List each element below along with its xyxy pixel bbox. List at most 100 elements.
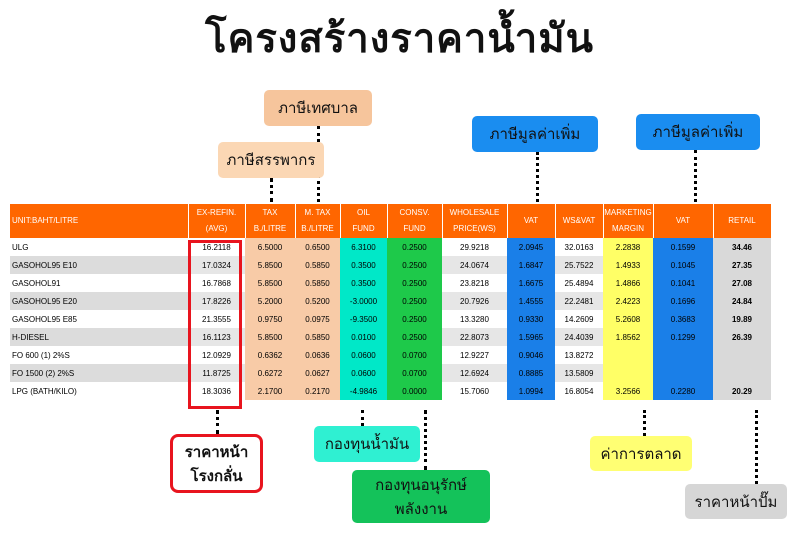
- retail-value: [713, 364, 771, 382]
- m-tax-value: 0.2170: [295, 382, 340, 400]
- retail-value: 26.39: [713, 328, 771, 346]
- retail-value: 27.08: [713, 274, 771, 292]
- marketing-margin-value: 1.4866: [603, 274, 653, 292]
- vat-value: 0.9046: [507, 346, 555, 364]
- marketing-margin-value: [603, 346, 653, 364]
- ws-vat-value: 25.4894: [555, 274, 603, 292]
- vat-2-value: 0.2280: [653, 382, 713, 400]
- consv-fund-value: 0.0700: [387, 346, 442, 364]
- ex-refin-value: 16.1123: [188, 328, 245, 346]
- vat-2-value: [653, 346, 713, 364]
- marketing-margin-value: 2.4223: [603, 292, 653, 310]
- wholesale-value: 23.8218: [442, 274, 507, 292]
- marketing-margin-value: 3.2566: [603, 382, 653, 400]
- consv-fund-connector: [424, 410, 427, 470]
- refinery-price-line2: โรงกลั่น: [190, 466, 243, 485]
- municipal-tax-label: ภาษีเทศบาล: [264, 90, 372, 126]
- product-name: ULG: [12, 242, 29, 252]
- vat1-connector: [536, 152, 539, 202]
- vat-2-value: 0.1599: [653, 238, 713, 256]
- vat-value: 1.6675: [507, 274, 555, 292]
- product-name: H-DIESEL: [10, 328, 188, 346]
- ws-vat-value: 24.4039: [555, 328, 603, 346]
- vat-2-value: 0.3683: [653, 310, 713, 328]
- vat2-connector: [694, 150, 697, 202]
- wholesale-value: 12.9227: [442, 346, 507, 364]
- m-tax-value: 0.5850: [295, 274, 340, 292]
- ex-refin-value: 18.3036: [188, 382, 245, 400]
- tax-value: 0.9750: [245, 310, 295, 328]
- wholesale-value: 13.3280: [442, 310, 507, 328]
- vat-value: 1.5965: [507, 328, 555, 346]
- oil-fund-value: 0.3500: [340, 274, 387, 292]
- header-ex-refin: EX-REFIN.(AVG): [188, 204, 246, 238]
- header-consv-fund: CONSV.FUND: [387, 204, 443, 238]
- consv-fund-value: 0.2500: [387, 274, 442, 292]
- header-vat: VAT: [507, 204, 556, 238]
- retail-value: 24.84: [713, 292, 771, 310]
- m-tax-value: 0.0636: [295, 346, 340, 364]
- wholesale-value: 22.8073: [442, 328, 507, 346]
- tax-value: 0.6362: [245, 346, 295, 364]
- excise-tax-connector: [270, 178, 273, 202]
- consv-fund-label: กองทุนอนุรักษ์ พลังงาน: [352, 470, 490, 523]
- ws-vat-value: 22.2481: [555, 292, 603, 310]
- product-name: FO 600 (1) 2%S: [12, 350, 70, 360]
- marketing-margin-value: 2.2838: [603, 238, 653, 256]
- header-vat-2: VAT: [653, 204, 714, 238]
- marketing-margin-value: 1.4933: [603, 256, 653, 274]
- header-ws-vat: WS&VAT: [555, 204, 604, 238]
- vat-2-value: 0.1696: [653, 292, 713, 310]
- refinery-connector: [216, 410, 219, 434]
- m-tax-value: 0.6500: [295, 238, 340, 256]
- retail-value: 34.46: [713, 238, 771, 256]
- tax-value: 2.1700: [245, 382, 295, 400]
- ex-refin-value: 11.8725: [188, 364, 245, 382]
- oil-fund-value: 6.3100: [340, 238, 387, 256]
- m-tax-value: 0.0975: [295, 310, 340, 328]
- consv-fund-line1: กองทุนอนุรักษ์: [375, 475, 467, 494]
- consv-fund-value: 0.2500: [387, 292, 442, 310]
- refinery-price-label: ราคาหน้า โรงกลั่น: [170, 434, 263, 493]
- consv-fund-value: 0.2500: [387, 328, 442, 346]
- vat-value: 1.0994: [507, 382, 555, 400]
- vat-value: 0.8885: [507, 364, 555, 382]
- oil-fund-value: 0.0100: [340, 328, 387, 346]
- vat2-label: ภาษีมูลค่าเพิ่ม: [636, 114, 760, 150]
- ex-refin-value: 16.7868: [188, 274, 245, 292]
- vat-value: 0.9330: [507, 310, 555, 328]
- vat-value: 1.4555: [507, 292, 555, 310]
- product-name: GASOHOL95 E85: [12, 314, 77, 324]
- ex-refin-value: 21.3555: [188, 310, 245, 328]
- m-tax-value: 0.5200: [295, 292, 340, 310]
- oil-fund-connector: [361, 410, 364, 426]
- oil-fund-value: -9.3500: [340, 310, 387, 328]
- oil-fund-value: 0.0600: [340, 364, 387, 382]
- tax-value: 5.8500: [245, 274, 295, 292]
- ex-refin-value: 17.0324: [188, 256, 245, 274]
- oil-fund-value: -4.9846: [340, 382, 387, 400]
- wholesale-value: 20.7926: [442, 292, 507, 310]
- retail-value: 20.29: [713, 382, 771, 400]
- ws-vat-value: 13.5809: [555, 364, 603, 382]
- retail-connector: [755, 410, 758, 484]
- vat1-label: ภาษีมูลค่าเพิ่ม: [472, 116, 598, 152]
- retail-value: 19.89: [713, 310, 771, 328]
- ws-vat-value: 16.8054: [555, 382, 603, 400]
- tax-value: 0.6272: [245, 364, 295, 382]
- m-tax-value: 0.5850: [295, 328, 340, 346]
- tax-value: 6.5000: [245, 238, 295, 256]
- wholesale-value: 29.9218: [442, 238, 507, 256]
